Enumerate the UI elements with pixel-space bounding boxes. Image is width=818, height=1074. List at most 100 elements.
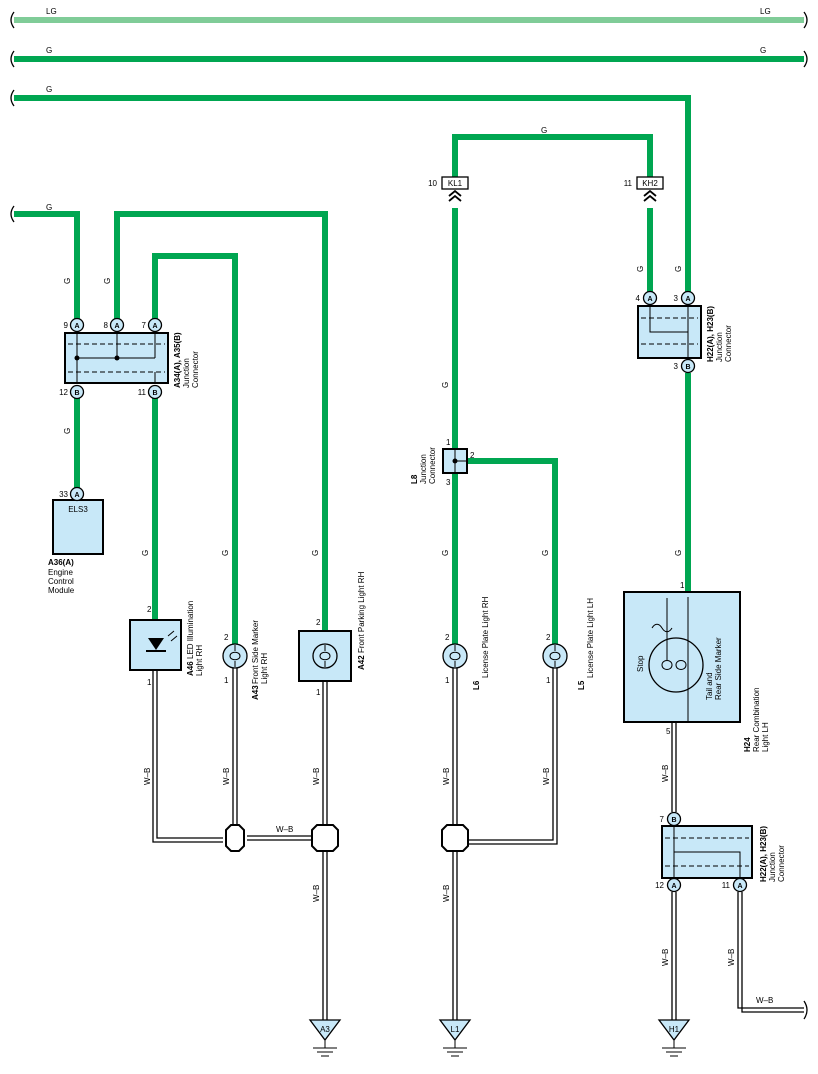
pin-number: 1	[546, 676, 551, 685]
pin-letter: B	[74, 390, 79, 397]
component-desc: Junction	[768, 852, 777, 882]
pin-number: 11	[722, 881, 731, 890]
component-code: L8	[410, 474, 419, 484]
ground-label: H1	[669, 1025, 680, 1034]
pin-letter: A	[647, 296, 652, 303]
pin-number: 1	[147, 678, 152, 687]
license-plate-light-l5: 2 1 L5 License Plate Light LH	[542, 598, 595, 690]
pin-number: 33	[59, 490, 68, 499]
front-side-marker-light-a43: 2 1 A43 Front Side Marker Light RH	[222, 620, 269, 700]
pin-letter: A	[152, 323, 157, 330]
component-desc: Connector	[428, 447, 437, 484]
component-code: A46	[186, 661, 195, 676]
junction-connector-a34: A A A 9 8 7 B B 12 11 A34(A), A35(B) Jun…	[59, 317, 200, 400]
wire-label: LG	[760, 7, 771, 16]
license-plate-light-l6: 2 1 L6 License Plate Light RH	[442, 596, 490, 690]
pin-number: 2	[316, 618, 321, 627]
rear-combination-light-h24: 1 5 Stop Tail and Rear Side Marker H24 R…	[623, 581, 770, 752]
wire-label: G	[311, 550, 320, 556]
junction-connector-h22-bottom: B 7 A A 12 11 H22(A), H23(B) Junction Co…	[655, 811, 786, 893]
component-code: H22(A), H23(B)	[759, 826, 768, 882]
wire-label: G	[141, 550, 150, 556]
pin-number: 2	[470, 451, 475, 460]
component-desc: Front Parking Light RH	[357, 571, 366, 653]
wire-label: G	[674, 266, 683, 272]
wire-label: W–B	[542, 768, 551, 785]
wire-label: G	[441, 382, 450, 388]
wire-label: G	[63, 278, 72, 284]
pin-number: 1	[446, 438, 451, 447]
pin-number: 7	[660, 815, 665, 824]
component-desc: Junction	[419, 454, 428, 484]
connector-kh2: KH2 11	[624, 176, 664, 202]
pin-letter: A	[671, 883, 676, 890]
component-desc: Control	[48, 577, 74, 586]
wire-label: W–B	[442, 768, 451, 785]
wire-label: W–B	[727, 949, 736, 966]
connector-kl1: KL1 10	[428, 176, 469, 202]
pin-letter: A	[74, 492, 79, 499]
pin-number: 1	[224, 676, 229, 685]
wire-label: G	[46, 85, 52, 94]
wire-label: W–B	[661, 949, 670, 966]
pin-number: 2	[445, 633, 450, 642]
pin-number: 1	[445, 676, 450, 685]
right-ground-wiring: H1 W–B W–B W–B W–B	[657, 722, 808, 1057]
wire-label: G	[46, 203, 52, 212]
wire-label: W–B	[442, 885, 451, 902]
pin-letter: B	[152, 390, 157, 397]
component-desc: License Plate Light RH	[481, 596, 490, 678]
pin-letter: A	[737, 883, 742, 890]
ground-label: A3	[320, 1025, 330, 1034]
component-desc: Connector	[724, 325, 733, 362]
ground-label: L1	[451, 1025, 460, 1034]
component-desc: Connector	[191, 351, 200, 388]
wire-label: G	[103, 278, 112, 284]
wire-label: G	[221, 550, 230, 556]
pin-number: 1	[680, 581, 685, 590]
wire-label: G	[63, 428, 72, 434]
wire-label: W–B	[276, 825, 293, 834]
pin-number: 2	[224, 633, 229, 642]
left-ground-wiring: A3 W–B W–B W–B W–B W–B	[143, 668, 342, 1057]
inner-label: Rear Side Marker	[714, 637, 723, 700]
component-code: H22(A), H23(B)	[706, 306, 715, 362]
wire-label: G	[441, 550, 450, 556]
component-desc: License Plate Light LH	[586, 598, 595, 678]
wire-label: W–B	[756, 996, 773, 1005]
wire-label: G	[760, 46, 766, 55]
component-code: A43	[251, 685, 260, 700]
component-code: L5	[577, 680, 586, 690]
wire-label: W–B	[143, 768, 152, 785]
wire-label: W–B	[312, 768, 321, 785]
component-desc: LED Illumination	[186, 601, 195, 659]
wire-label: W–B	[222, 768, 231, 785]
component-code: A34(A), A35(B)	[173, 332, 182, 388]
pin-number: 11	[624, 179, 633, 188]
pin-letter: A	[685, 296, 690, 303]
pin-number: 2	[147, 605, 152, 614]
component-desc: Light LH	[761, 722, 770, 752]
wire-label: G	[636, 266, 645, 272]
pin-letter: A	[114, 323, 119, 330]
component-desc: Engine	[48, 568, 73, 577]
component-code: A36(A)	[48, 558, 74, 567]
pin-letter: A	[74, 323, 79, 330]
component-desc: Light RH	[195, 645, 204, 676]
wire-label: G	[541, 550, 550, 556]
front-parking-light-a42: 2 1 A42 Front Parking Light RH	[298, 571, 366, 697]
middle-green-wires: G G G G G G G	[441, 126, 691, 648]
pin-number: 3	[674, 294, 679, 303]
junction-connector-h22-top: A A 4 3 B 3 H22(A), H23(B) Junction Conn…	[636, 290, 733, 374]
pin-letter: B	[685, 364, 690, 371]
wire-label: LG	[46, 7, 57, 16]
pin-number: 9	[64, 321, 69, 330]
connector-label: KH2	[642, 179, 658, 188]
bus-lines: LG LG G G G	[10, 7, 808, 298]
pin-number: 12	[59, 388, 68, 397]
component-desc: Rear Combination	[752, 688, 761, 752]
engine-control-module-a36: ELS3 A 33 A36(A) Engine Control Module	[48, 486, 104, 595]
middle-ground-wiring: L1 W–B W–B W–B	[438, 668, 558, 1057]
pin-number: 3	[446, 478, 451, 487]
component-desc: Light RH	[260, 653, 269, 684]
